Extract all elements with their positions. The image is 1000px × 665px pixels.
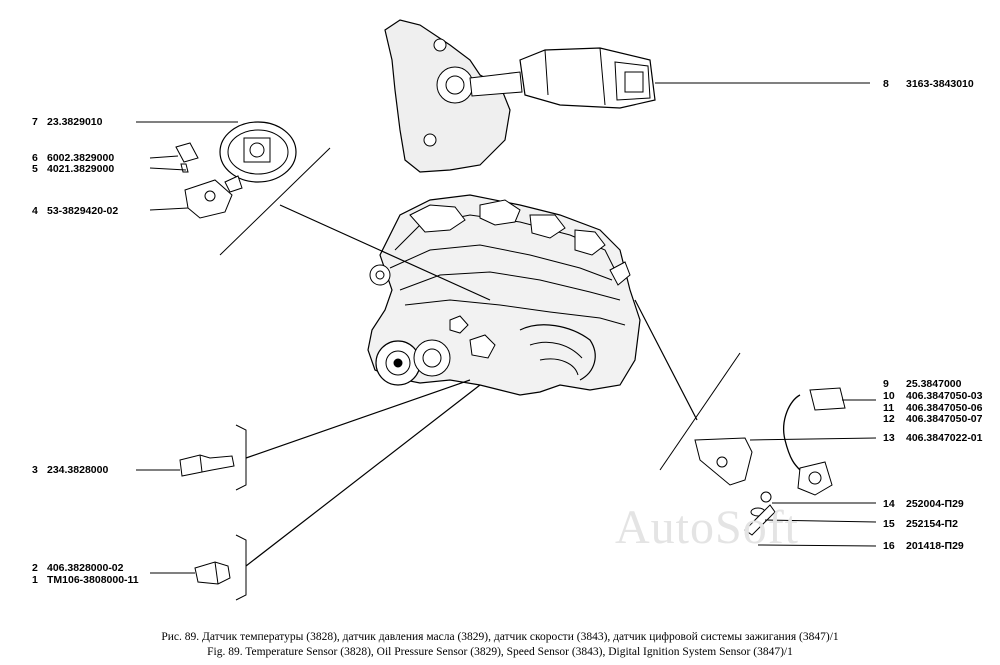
callout-7-number: 7 [32, 116, 38, 128]
callout-8-code: 3163-3843010 [906, 78, 974, 90]
temperature-switch-illustration [194, 561, 231, 585]
callout-13-number: 13 [883, 432, 895, 444]
callout-11-number: 11 [883, 402, 895, 414]
callout-10-number: 10 [883, 390, 895, 402]
callout-13-code: 406.3847022-01 [906, 432, 983, 444]
callout-9-number: 9 [883, 378, 889, 390]
callout-14-number: 14 [883, 498, 895, 510]
callout-12-number: 12 [883, 413, 895, 425]
callout-8-number: 8 [883, 78, 889, 90]
callout-15-number: 15 [883, 518, 895, 530]
callout-3-code: 234.3828000 [47, 464, 109, 476]
oil-pressure-parts-illustration [175, 121, 297, 219]
callout-6-number: 6 [32, 152, 38, 164]
callout-14-code: 252004-П29 [906, 498, 964, 510]
callout-5-number: 5 [32, 163, 38, 175]
engine-illustration [367, 194, 641, 396]
callout-12-code: 406.3847050-07 [906, 413, 983, 425]
figure-caption-ru: Рис. 89. Датчик температуры (3828), датч… [161, 631, 839, 643]
callout-5-code: 4021.3829000 [47, 163, 115, 175]
watermark-text: AutoSoft [615, 501, 800, 554]
callout-1-number: 1 [32, 574, 38, 586]
callout-1-code: ТМ106-3808000-11 [47, 574, 139, 586]
callout-4-number: 4 [32, 205, 38, 217]
ignition-sensor-assembly-illustration [694, 387, 846, 536]
callout-4-code: 53-3829420-02 [47, 205, 119, 217]
callout-3-number: 3 [32, 464, 38, 476]
callout-6-code: 6002.3829000 [47, 152, 115, 164]
temperature-sensor-illustration [179, 454, 235, 477]
figure-caption-en: Fig. 89. Temperature Sensor (3828), Oil … [207, 646, 793, 658]
callout-16-code: 201418-П29 [906, 540, 964, 552]
callout-11-code: 406.3847050-06 [906, 402, 983, 414]
callout-7-code: 23.3829010 [47, 116, 103, 128]
callout-2-number: 2 [32, 562, 38, 574]
callout-15-code: 252154-П2 [906, 518, 958, 530]
speed-sensor-illustration [519, 47, 656, 109]
callout-9-code: 25.3847000 [906, 378, 962, 390]
speed-sensor-housing-illustration [384, 19, 523, 173]
callout-16-number: 16 [883, 540, 895, 552]
callout-10-code: 406.3847050-03 [906, 390, 983, 402]
callout-2-code: 406.3828000-02 [47, 562, 124, 574]
